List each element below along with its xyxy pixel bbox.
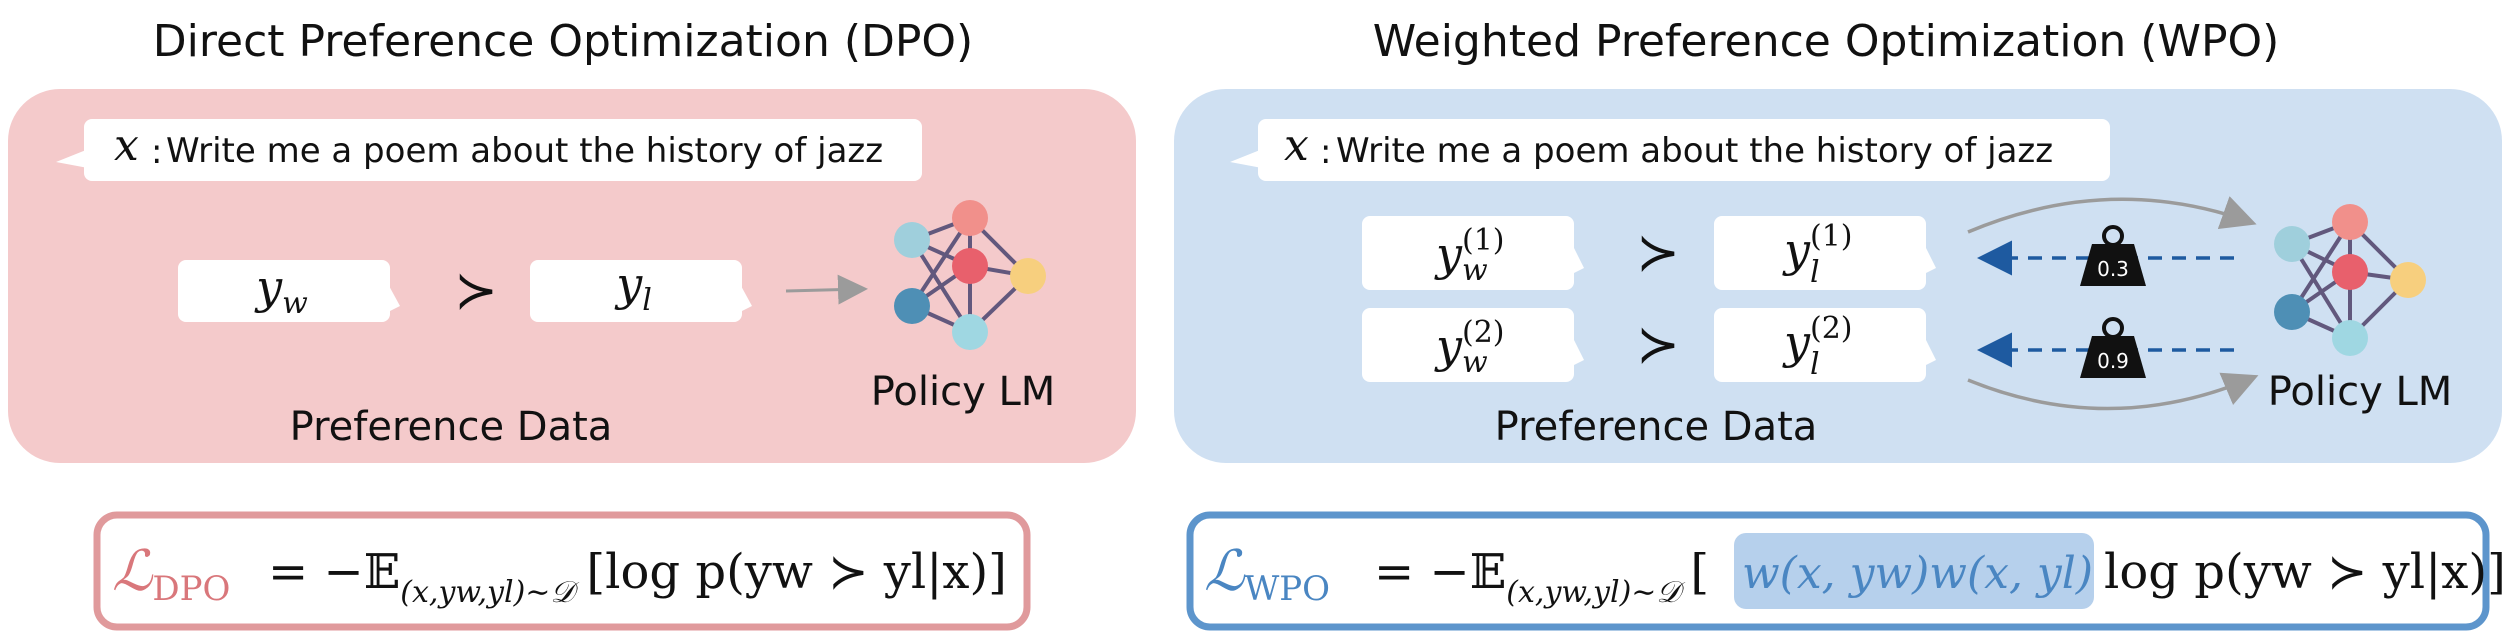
dpo-formula-lhs: ℒ	[112, 539, 154, 604]
svg-text:= −𝔼(x,yw,yl)∼𝒟[: = −𝔼(x,yw,yl)∼𝒟[	[1374, 544, 1709, 610]
dpo-section: Direct Preference Optimization (DPO) x :…	[8, 16, 1136, 631]
wpo-weights-highlight	[1734, 533, 2094, 609]
wpo-curve-arrow-top	[1967, 196, 2257, 234]
svg-text:y: y	[1434, 319, 1463, 373]
svg-text:y: y	[1782, 315, 1811, 369]
dpo-title: Direct Preference Optimization (DPO)	[153, 16, 973, 67]
wpo-loser-2-box	[1714, 308, 1926, 382]
weight-1-value: 0.3	[2097, 257, 2129, 281]
wpo-curve-arrow-bottom	[1967, 372, 2259, 411]
dpo-pref-symbol: ≻	[454, 261, 498, 321]
dpo-prompt-text: Write me a poem about the history of jaz…	[166, 131, 883, 171]
wpo-winner-2-sup: (2)	[1462, 315, 1505, 350]
wpo-winner-2-box	[1362, 308, 1574, 382]
svg-text:y: y	[1434, 227, 1463, 281]
dpo-data-label: Preference Data	[290, 404, 613, 450]
dpo-formula-lhs-sub: DPO	[152, 569, 230, 609]
svg-text:yw: yw	[254, 260, 308, 321]
wpo-formula-lhs: ℒ	[1204, 539, 1246, 604]
wpo-formula: ℒWPO = −𝔼(x,yw,yl)∼𝒟[ w(x, yw)w(x, yl) l…	[1204, 539, 2506, 610]
wpo-prompt-bubble: x : Write me a poem about the history of…	[1230, 119, 2110, 181]
wpo-data-label: Preference Data	[1495, 404, 1818, 450]
wpo-loser-2-sub: l	[1810, 347, 1820, 382]
weight-icon-2: 0.9	[2080, 317, 2146, 378]
dpo-formula-body: [log p(yw ≻ yl|x)]	[586, 544, 1007, 600]
wpo-loser-1-base: y	[1782, 223, 1811, 277]
wpo-winner-1-box	[1362, 216, 1574, 290]
wpo-formula-lhs-sub: WPO	[1244, 569, 1330, 609]
dpo-loser-sub: l	[642, 283, 652, 318]
wpo-formula-open: [	[1690, 544, 1709, 600]
dpo-winner-base: y	[254, 260, 283, 314]
wpo-formula-exp-sub: (x,yw,yl)∼𝒟	[1506, 575, 1685, 610]
wpo-loser-2-sup: (2)	[1810, 311, 1853, 346]
wpo-winner-1-sup: (1)	[1462, 223, 1505, 258]
dpo-winner-sub: w	[282, 286, 308, 321]
wpo-policy-label: Policy LM	[2268, 369, 2453, 415]
wpo-winner-2-base: y	[1434, 319, 1463, 373]
dpo-prompt-bubble: x : Write me a poem about the history of…	[56, 119, 922, 181]
dpo-formula-exp-sub: (x,yw,yl)∼𝒟	[400, 575, 579, 610]
dpo-prompt-colon: :	[151, 132, 162, 172]
dpo-arrow	[785, 274, 868, 305]
weight-2-value: 0.9	[2097, 349, 2129, 373]
dpo-formula-eq: = −𝔼	[268, 544, 400, 600]
wpo-winner-1-base: y	[1434, 227, 1463, 281]
wpo-loser-2-base: y	[1782, 315, 1811, 369]
dpo-prompt-var: x	[114, 120, 139, 171]
wpo-section: Weighted Preference Optimization (WPO) x…	[1174, 16, 2506, 631]
dpo-policy-network-icon	[894, 200, 1046, 350]
wpo-pref-2: ≻	[1636, 315, 1680, 375]
svg-text:ℒDPO: ℒDPO	[112, 539, 230, 609]
wpo-formula-eq: = −𝔼	[1374, 544, 1506, 600]
weight-icon-1: 0.3	[2080, 225, 2146, 286]
wpo-loser-1-sub: l	[1810, 255, 1820, 290]
wpo-loser-1-box	[1714, 216, 1926, 290]
wpo-winner-1-sub: w	[1462, 253, 1488, 288]
dpo-loser-box: yl	[530, 257, 752, 322]
svg-text:y: y	[1782, 223, 1811, 277]
wpo-title: Weighted Preference Optimization (WPO)	[1373, 16, 2280, 67]
wpo-prompt-var: x	[1284, 120, 1309, 171]
wpo-prompt-text: Write me a poem about the history of jaz…	[1336, 131, 2053, 171]
wpo-policy-network-icon	[2274, 204, 2426, 356]
wpo-winner-2-sub: w	[1462, 345, 1488, 380]
wpo-loser-1-sup: (1)	[1810, 219, 1853, 254]
dpo-loser-base: y	[614, 257, 643, 311]
dpo-formula: ℒDPO = −𝔼(x,yw,yl)∼𝒟[log p(yw ≻ yl|x)]	[112, 539, 1007, 610]
svg-text:ℒWPO: ℒWPO	[1204, 539, 1330, 609]
dpo-policy-label: Policy LM	[871, 369, 1056, 415]
wpo-pair-2: y (2) w ≻ y (2) l	[1362, 308, 1936, 382]
wpo-pref-1: ≻	[1636, 223, 1680, 283]
wpo-prompt-colon: :	[1320, 132, 1331, 172]
svg-text:yl: yl	[614, 257, 652, 318]
svg-text:= −𝔼(x,yw,yl)∼𝒟[log p(yw ≻ y: = −𝔼(x,yw,yl)∼𝒟[log p(yw ≻ yl|x)]	[268, 544, 1007, 610]
wpo-formula-weights: w(x, yw)w(x, yl)	[1742, 548, 2093, 599]
dpo-formula-box	[93, 511, 1031, 631]
wpo-pair-1: y (1) w ≻ y (1) l	[1362, 216, 1936, 290]
dpo-winner-box: yw	[178, 260, 400, 322]
wpo-formula-body: log p(yw ≻ yl|x)]	[2104, 544, 2506, 600]
